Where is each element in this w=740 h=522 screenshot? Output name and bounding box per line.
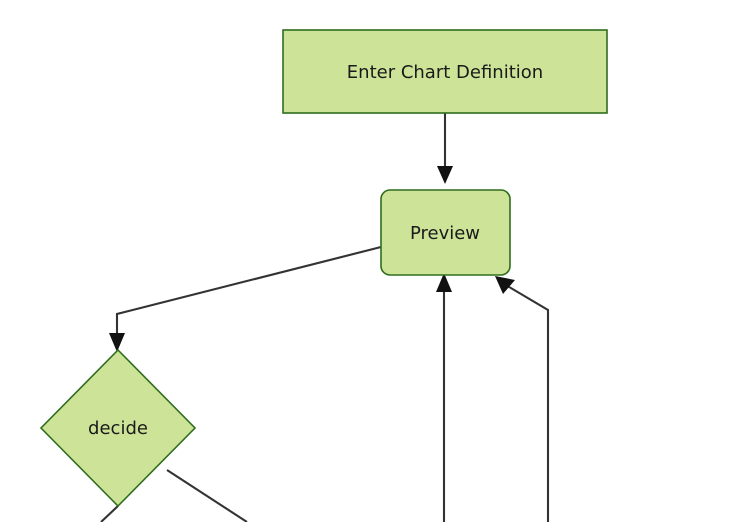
node-decide[interactable]: decide xyxy=(39,348,197,508)
node-preview-shape[interactable] xyxy=(380,189,511,276)
node-layer: Enter Chart Definition Preview decide xyxy=(39,29,608,508)
edge-preview-to-decide xyxy=(109,245,382,352)
edge-bottom-right-to-preview-line xyxy=(498,280,550,522)
arrowhead-into-preview-bottom-center xyxy=(436,273,452,292)
node-enter-chart-definition-label: Enter Chart Definition xyxy=(347,62,543,83)
arrowhead-into-preview-bottom-right xyxy=(495,276,515,294)
node-enter-chart-definition-shape[interactable] xyxy=(282,29,608,114)
edge-layer xyxy=(100,113,550,522)
edge-bottom-center-to-preview xyxy=(436,273,452,522)
node-enter-chart-definition[interactable]: Enter Chart Definition xyxy=(282,29,608,114)
node-preview-label: Preview xyxy=(410,223,480,244)
arrowhead-into-decide-top xyxy=(109,333,125,352)
node-decide-label: decide xyxy=(88,418,148,439)
node-preview[interactable]: Preview xyxy=(380,189,511,276)
edge-decide-to-bottom-left xyxy=(100,505,119,522)
arrowhead-into-preview-top xyxy=(437,166,453,184)
edge-preview-to-decide-line xyxy=(115,245,382,342)
edge-bottom-right-to-preview xyxy=(495,276,550,522)
node-decide-shape[interactable] xyxy=(39,348,197,508)
edge-enter-to-preview xyxy=(437,113,453,184)
edge-decide-to-bottom-right xyxy=(166,469,248,522)
